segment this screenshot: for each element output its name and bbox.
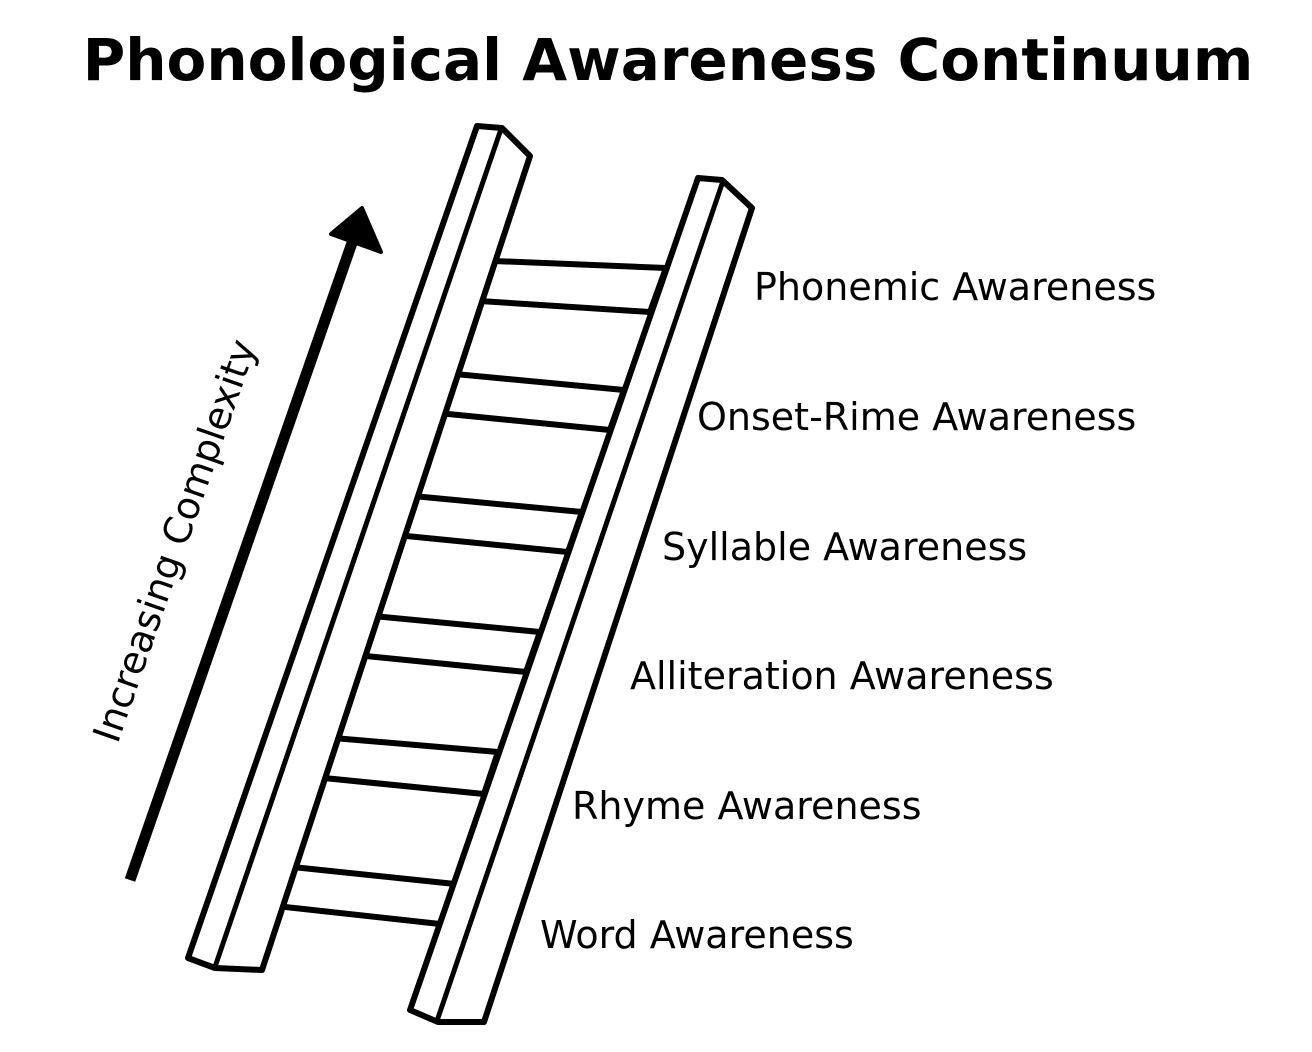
ladder [185,123,755,1025]
arrow-label: Increasing Complexity [84,334,265,748]
stage-label: Rhyme Awareness [572,784,922,828]
stage-label: Alliteration Awareness [630,654,1054,698]
complexity-arrow [124,206,383,882]
ladder-left-rail-edge [213,129,503,967]
stage-label: Onset-Rime Awareness [697,395,1136,439]
stage-label: Phonemic Awareness [754,265,1156,309]
arrow-head [329,206,383,254]
arrow-shaft [124,238,359,882]
ladder-right-rail-edge [435,181,725,1021]
stage-label: Word Awareness [540,913,854,957]
page-title: Phonological Awareness Continuum [83,26,1254,94]
stage-label: Syllable Awareness [662,525,1027,569]
